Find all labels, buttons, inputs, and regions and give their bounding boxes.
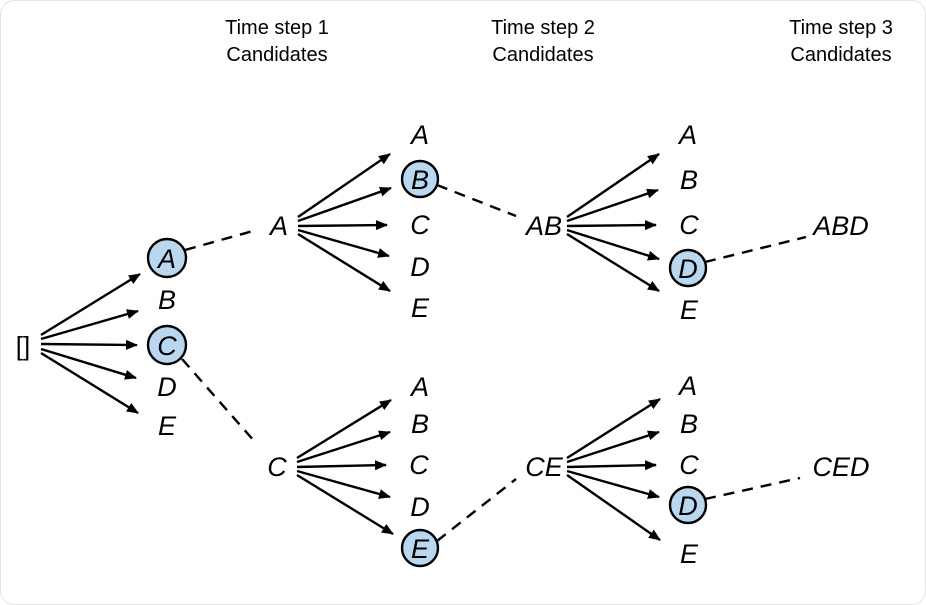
selected-circle-step2-b	[400, 159, 440, 199]
arrow-line	[296, 398, 392, 460]
arrow-line	[566, 430, 660, 464]
fan-arrows-ce	[566, 397, 661, 541]
arrow-line	[566, 228, 660, 261]
arrow-line	[566, 474, 661, 541]
selected-circle-step1-c	[146, 324, 188, 366]
arrow-line	[40, 347, 137, 380]
candidate-label: C	[679, 450, 699, 480]
fan-arrows-ab	[566, 153, 660, 293]
arrow-line	[296, 460, 387, 471]
candidate-label: D	[678, 254, 698, 284]
selected-node-circles	[146, 159, 708, 568]
column-header-time-step-2: Time step 2 Candidates	[491, 17, 595, 66]
candidate-label: C	[157, 331, 177, 361]
header-line-1: Time step 2	[491, 17, 595, 39]
header-line-1: Time step 3	[789, 17, 893, 39]
selected-circle-step2-e	[400, 528, 440, 568]
candidate-label: C	[410, 210, 430, 240]
arrow-line	[40, 309, 139, 341]
dashed-line-a-to-a	[184, 229, 254, 252]
candidate-label: E	[158, 411, 177, 441]
candidate-label: E	[680, 295, 699, 325]
candidate-label: A	[677, 120, 697, 150]
arrow-line	[40, 272, 141, 337]
candidate-label: B	[411, 409, 429, 439]
arrow-line	[297, 228, 390, 258]
dashed-line-d-to-ced	[704, 476, 801, 501]
dashed-line-d-to-abd	[704, 235, 807, 264]
arrow-line	[566, 232, 660, 293]
fan-arrows-a	[297, 153, 392, 293]
candidate-label: E	[680, 539, 699, 569]
header-line-1: Time step 1	[225, 17, 329, 39]
arrow-line	[297, 153, 391, 218]
candidate-label: D	[410, 252, 430, 282]
candidate-label: C	[409, 450, 429, 480]
candidate-column-step2-top: A B C D E	[409, 120, 430, 323]
arrow-line	[296, 473, 394, 536]
selected-circle-step1-a	[146, 237, 188, 279]
header-line-2: Candidates	[226, 44, 327, 66]
candidate-column-step1: A B C D E	[156, 244, 177, 441]
candidate-column-step2-bottom: A B C D E	[409, 372, 430, 564]
candidate-label: A	[156, 244, 176, 274]
dashed-line-e-to-ce	[436, 478, 517, 542]
dashed-line-c-to-c	[181, 358, 256, 443]
arrow-line	[566, 469, 660, 499]
arrow-line	[566, 188, 659, 223]
arrow-line	[566, 460, 657, 471]
arrow-line	[297, 232, 391, 293]
candidate-label: A	[677, 371, 697, 401]
candidate-column-step3-top: A B C D E	[677, 120, 699, 325]
column-header-time-step-1: Time step 1 Candidates	[225, 17, 329, 66]
sequence-label-ab: AB	[524, 211, 562, 241]
candidate-label: D	[678, 491, 698, 521]
candidate-label: A	[409, 372, 429, 402]
sequence-label-a: A	[268, 211, 288, 241]
arrow-line	[297, 220, 388, 231]
arrow-line	[40, 339, 138, 350]
selected-circle-step3-d-top	[668, 248, 708, 288]
arrow-line	[566, 220, 657, 231]
column-header-time-step-3: Time step 3 Candidates	[789, 17, 893, 66]
header-line-2: Candidates	[492, 44, 593, 66]
selected-circle-step3-d-bottom	[668, 485, 708, 525]
arrow-line	[40, 351, 139, 415]
candidate-label: C	[679, 210, 699, 240]
candidate-label: B	[680, 409, 698, 439]
candidate-column-step3-bottom: A B C D E	[677, 371, 699, 569]
sequence-label-ce: CE	[525, 452, 563, 482]
selection-dashed-links	[181, 183, 807, 542]
arrow-line	[566, 397, 661, 460]
header-line-2: Candidates	[790, 44, 891, 66]
arrow-line	[296, 469, 391, 499]
candidate-label: E	[411, 293, 430, 323]
arrow-line	[296, 430, 391, 464]
candidate-label: D	[157, 372, 177, 402]
arrow-line	[566, 153, 660, 218]
candidate-label: E	[411, 534, 430, 564]
sequence-label-c: C	[267, 452, 287, 482]
sequence-label-abd: ABD	[811, 211, 869, 241]
fan-arrows-root	[40, 272, 141, 415]
candidate-label: B	[411, 165, 429, 195]
fan-arrows-c	[296, 398, 394, 536]
arrow-line	[297, 186, 392, 223]
root-sequence-label: []	[16, 331, 30, 361]
candidate-label: A	[409, 120, 429, 150]
sequence-label-ced: CED	[812, 452, 869, 482]
candidate-label: B	[158, 285, 176, 315]
candidate-label: B	[680, 165, 698, 195]
candidate-label: D	[410, 492, 430, 522]
connector-lines	[40, 153, 807, 542]
dashed-line-b-to-ab	[436, 183, 517, 218]
